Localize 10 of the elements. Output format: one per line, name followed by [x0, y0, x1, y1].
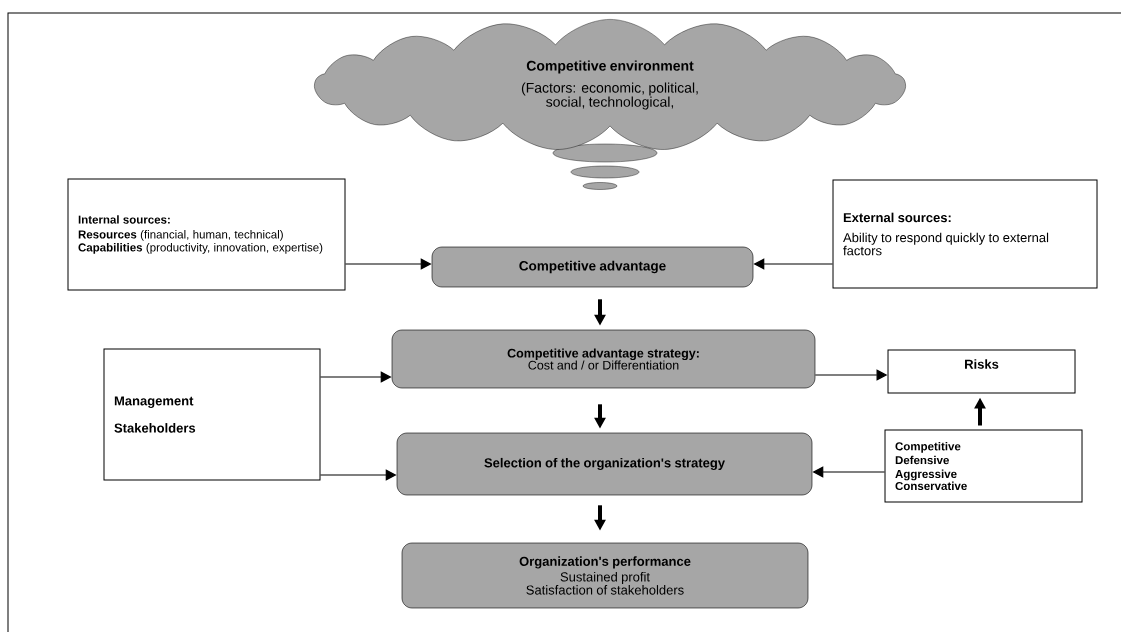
process-box: Competitive advantage [431, 246, 754, 288]
node-label: Risks [965, 359, 999, 369]
process-box: Competitive advantage strategy: Cost and / or Differentiation [391, 329, 816, 389]
text-box: Internal sources: Resources (financial, human, technical) Capabilities (productivity, innovation, expertise) [67, 178, 346, 291]
text-box: Management Stakeholders [103, 348, 321, 481]
text-box: Competitive Defensive Aggressive Conservative [884, 429, 1083, 503]
text-box: External sources: Ability to respond quickly to external factors [832, 179, 1098, 289]
process-box: Selection of the organization's strategy [396, 432, 813, 496]
process-box: Organization's performance Sustained profit Satisfaction of stakeholders [401, 542, 809, 609]
text-box [887, 349, 1076, 394]
